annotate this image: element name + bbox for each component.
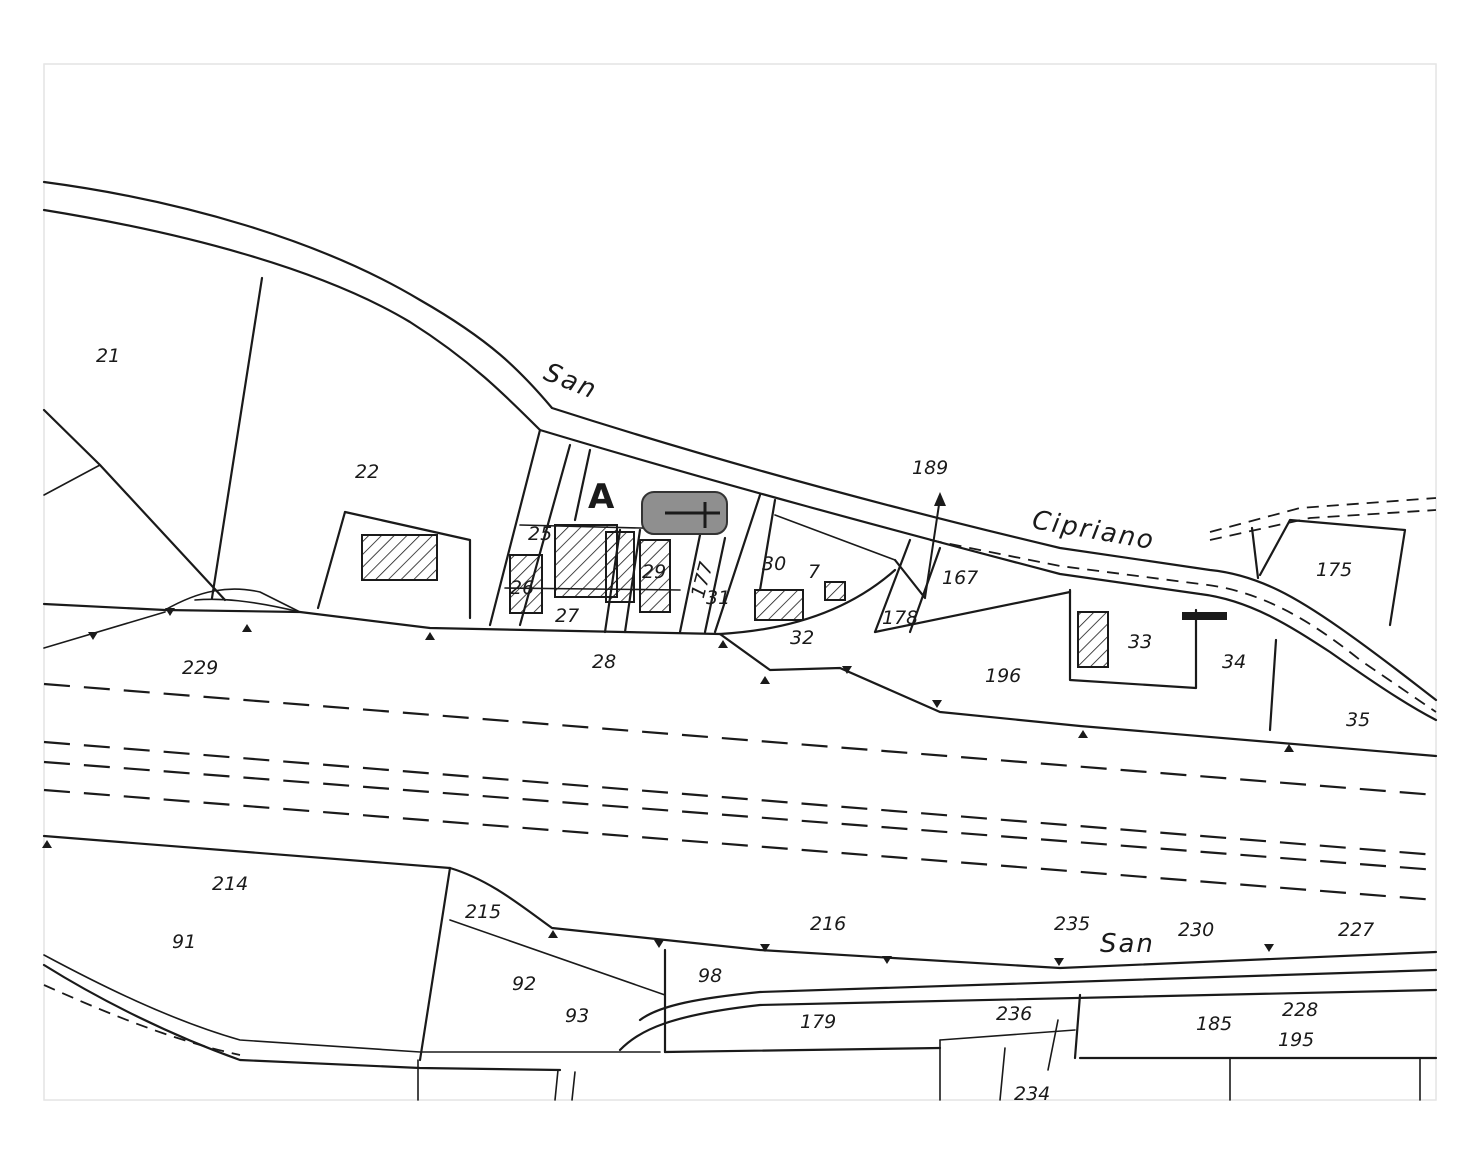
survey-triangle-icon [42,840,52,848]
parcel-label-229: 229 [182,657,218,679]
map-labels: San Cipriano San A 21 22 25 26 27 28 29 … [96,345,1374,1105]
parcel-label-214: 214 [212,873,248,895]
parcel-label-167: 167 [942,567,978,589]
paper-border [43,63,1437,1101]
parcel-label-35: 35 [1346,709,1370,731]
parcel-label-98: 98 [698,965,722,987]
parcel-label-91: 91 [172,931,196,953]
dashed-corridor [43,682,1437,902]
parcel-label-215: 215 [465,901,501,923]
parcel-label-93: 93 [565,1005,589,1027]
small-structure [1182,612,1227,620]
survey-triangle-icon [425,632,435,640]
parcel-label-178: 178 [882,607,918,629]
parcel-label-27: 27 [555,605,579,627]
parcel-label-196: 196 [985,665,1021,687]
road-label-san-lower: San [1100,929,1155,959]
parcel-label-92: 92 [512,973,536,995]
parcel-label-26: 26 [510,577,534,599]
building-26 [509,554,543,614]
survey-triangle-icon [1264,944,1274,952]
parcel-label-29: 29 [642,561,666,583]
road-label-cipriano: Cipriano [1030,505,1157,556]
survey-triangle-icon [1054,958,1064,966]
parcel-label-22: 22 [355,461,379,483]
parcel-label-227: 227 [1338,919,1374,941]
parcel-label-179: 179 [800,1011,836,1033]
building-22 [361,534,438,581]
parcel-label-189: 189 [912,457,948,479]
parcel-boundaries-lower [42,834,1438,1101]
parcel-label-228: 228 [1282,999,1318,1021]
survey-triangle-icon [88,632,98,640]
parcel-label-25: 25 [528,523,552,545]
buildings-upper [361,491,1227,668]
parcel-label-34: 34 [1222,651,1246,673]
church-cross-icon [665,502,720,528]
parcel-label-28: 28 [592,651,616,673]
parcel-label-21: 21 [96,345,120,367]
survey-triangle-icon [548,930,558,938]
building-7 [824,581,846,601]
survey-triangle-icon [760,944,770,952]
survey-triangle-icon [1284,744,1294,752]
parcel-label-216: 216 [810,913,846,935]
parcel-label-235: 235 [1054,913,1090,935]
parcel-label-230: 230 [1178,919,1214,941]
section-letter: A [588,477,615,517]
parcel-label-32: 32 [790,627,814,649]
road-san-cipriano-upper [42,180,1438,722]
survey-triangle-icon [842,666,852,674]
survey-triangle-icon [165,608,175,616]
building-29 [639,539,671,613]
survey-triangle-icon [760,676,770,684]
building-33 [1077,611,1109,668]
parcel-label-236: 236 [996,1003,1032,1025]
parcel-label-175: 175 [1316,559,1352,581]
parcel-boundaries-upper [42,276,1438,758]
survey-triangle-icon [242,624,252,632]
arrow-icon [924,492,946,599]
survey-triangle-icon [654,940,664,948]
parcel-label-195: 195 [1278,1029,1314,1051]
parcel-label-33: 33 [1128,631,1152,653]
survey-triangle-icon [882,956,892,964]
parcel-label-185: 185 [1196,1013,1232,1035]
parcel-label-30: 30 [762,553,786,575]
survey-triangle-icon [718,640,728,648]
building-30 [754,589,804,621]
road-label-san-upper: San [540,357,602,405]
parcel-label-234: 234 [1014,1083,1050,1105]
building-28 [605,531,635,603]
survey-triangle-icon [932,700,942,708]
parcel-label-31: 31 [706,587,730,609]
survey-marks [42,608,1294,966]
survey-triangle-icon [1078,730,1088,738]
parcel-label-7: 7 [808,561,820,583]
